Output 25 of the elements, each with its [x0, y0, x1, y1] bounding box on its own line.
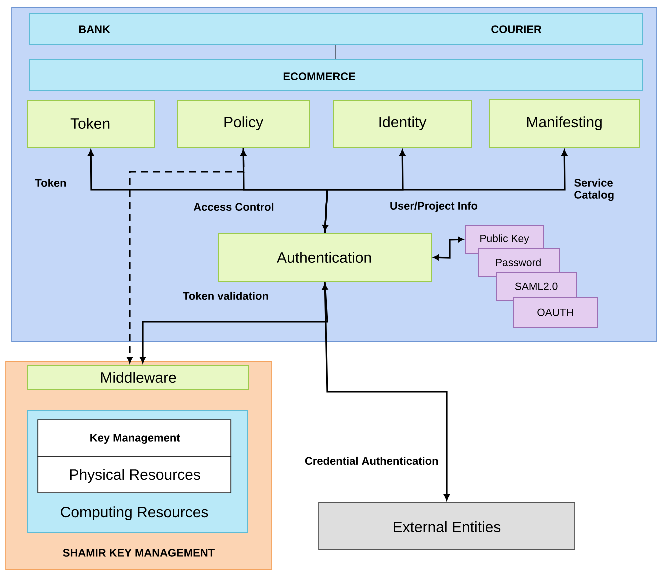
table-cell: Key Management — [38, 420, 232, 458]
method-card: SAML2.0 — [496, 272, 577, 301]
edge-label: Service Catalog — [574, 178, 614, 202]
layer-bar: ECOMMERCE — [29, 59, 643, 91]
edge-label: Token — [35, 178, 66, 188]
table-cell: Physical Resources — [38, 456, 232, 494]
layer-bar: Middleware — [27, 365, 249, 390]
connector — [127, 148, 245, 364]
edge-label: Credential Authentication — [305, 456, 438, 466]
method-card: OAUTH — [513, 297, 598, 328]
layer-bar: BANK COURIER — [29, 13, 643, 45]
edge-label: Access Control — [194, 202, 274, 212]
connector — [140, 282, 328, 364]
process-box: Token — [27, 100, 155, 148]
connector — [240, 150, 328, 232]
connector — [322, 284, 450, 500]
process-box: Identity — [333, 100, 472, 148]
edge-label: Token validation — [183, 292, 268, 300]
process-box: External Entities — [318, 502, 576, 550]
edge-label: User/Project Info — [390, 202, 478, 212]
connector — [434, 236, 464, 260]
process-box: Authentication — [218, 233, 432, 282]
process-box: Policy — [177, 100, 310, 148]
connector — [324, 150, 568, 234]
process-box: Manifesting — [489, 99, 640, 148]
